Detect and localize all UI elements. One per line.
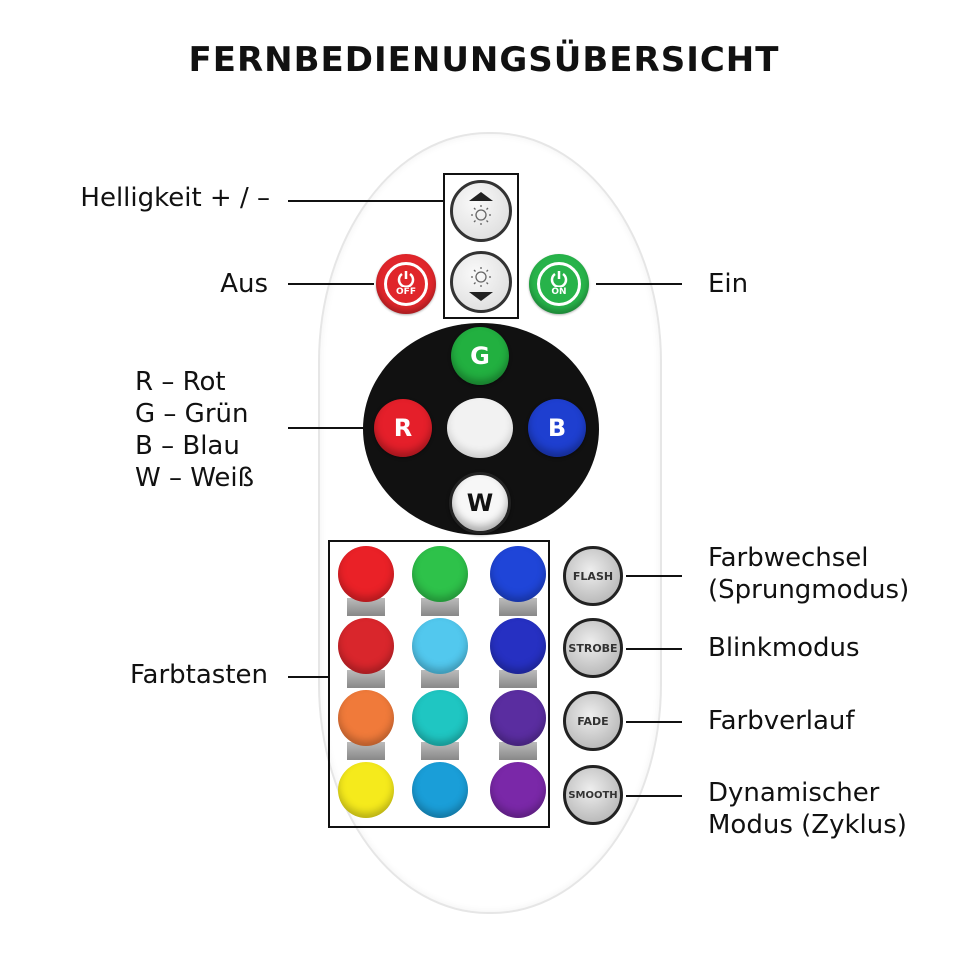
rgb-label-r: R – Rot — [135, 367, 226, 397]
off-leader-line — [288, 283, 374, 285]
strobe-leader-line — [626, 648, 682, 650]
smooth-label-line1: Dynamischer — [708, 778, 880, 808]
grid-spacer — [347, 742, 385, 760]
color-key-button[interactable] — [412, 546, 468, 602]
grid-spacer — [347, 670, 385, 688]
brightness-label: Helligkeit + / – — [80, 183, 270, 213]
red-button[interactable]: R — [374, 399, 432, 457]
flash-leader-line — [626, 575, 682, 577]
color-keys-label: Farbtasten — [129, 660, 268, 690]
color-key-button[interactable] — [490, 618, 546, 674]
rgb-label-w: W – Weiß — [135, 463, 255, 493]
grid-spacer — [347, 598, 385, 616]
color-key-button[interactable] — [412, 690, 468, 746]
smooth-label-line2: Modus (Zyklus) — [708, 810, 907, 840]
rgb-label-b: B – Blau — [135, 431, 240, 461]
grid-spacer — [421, 670, 459, 688]
off-button[interactable]: OFF — [376, 254, 436, 314]
page-title: FERNBEDIENUNGSÜBERSICHT — [188, 40, 780, 80]
grid-spacer — [499, 742, 537, 760]
brightness-down-button[interactable] — [450, 251, 512, 313]
brightness-box — [443, 173, 519, 319]
power-icon — [550, 271, 568, 287]
color-key-button[interactable] — [338, 690, 394, 746]
fade-leader-line — [626, 721, 682, 723]
brightness-up-button[interactable] — [450, 180, 512, 242]
brightness-up-icon — [469, 192, 493, 225]
rgb-leader-line — [288, 427, 365, 429]
color-key-button[interactable] — [338, 762, 394, 818]
strobe-button[interactable]: STROBE — [563, 618, 623, 678]
on-leader-line — [596, 283, 682, 285]
rgb-labels: R – Rot G – Grün B – Blau W – Weiß — [135, 366, 254, 494]
fade-label: Farbverlauf — [708, 706, 855, 736]
color-key-button[interactable] — [338, 546, 394, 602]
grid-spacer — [499, 670, 537, 688]
color-key-button[interactable] — [412, 618, 468, 674]
color-key-button[interactable] — [490, 690, 546, 746]
blue-button[interactable]: B — [528, 399, 586, 457]
smooth-label: Dynamischer Modus (Zyklus) — [708, 777, 907, 841]
on-button[interactable]: ON — [529, 254, 589, 314]
brightness-leader-line — [288, 200, 443, 202]
rgb-label-g: G – Grün — [135, 399, 249, 429]
color-key-button[interactable] — [490, 546, 546, 602]
strobe-label: Blinkmodus — [708, 633, 860, 663]
flash-label-line1: Farbwechsel — [708, 543, 869, 573]
color-key-button[interactable] — [338, 618, 394, 674]
color-keys-leader-line — [288, 676, 328, 678]
color-key-button[interactable] — [412, 762, 468, 818]
flash-label-line2: (Sprungmodus) — [708, 575, 910, 605]
grid-spacer — [421, 598, 459, 616]
color-key-button[interactable] — [490, 762, 546, 818]
green-button[interactable]: G — [451, 327, 509, 385]
fade-button[interactable]: FADE — [563, 691, 623, 751]
smooth-button[interactable]: SMOOTH — [563, 765, 623, 825]
on-label: Ein — [708, 269, 749, 299]
smooth-leader-line — [626, 795, 682, 797]
white-button[interactable]: W — [449, 472, 511, 534]
grid-spacer — [499, 598, 537, 616]
color-keys-box — [328, 540, 550, 828]
on-button-text: ON — [551, 287, 567, 297]
off-label: Aus — [220, 269, 268, 299]
flash-label: Farbwechsel (Sprungmodus) — [708, 542, 909, 606]
grid-spacer — [421, 742, 459, 760]
center-white-button[interactable] — [447, 398, 513, 458]
off-button-text: OFF — [396, 287, 416, 297]
brightness-down-icon — [469, 267, 493, 301]
flash-button[interactable]: FLASH — [563, 546, 623, 606]
power-icon — [397, 271, 415, 287]
